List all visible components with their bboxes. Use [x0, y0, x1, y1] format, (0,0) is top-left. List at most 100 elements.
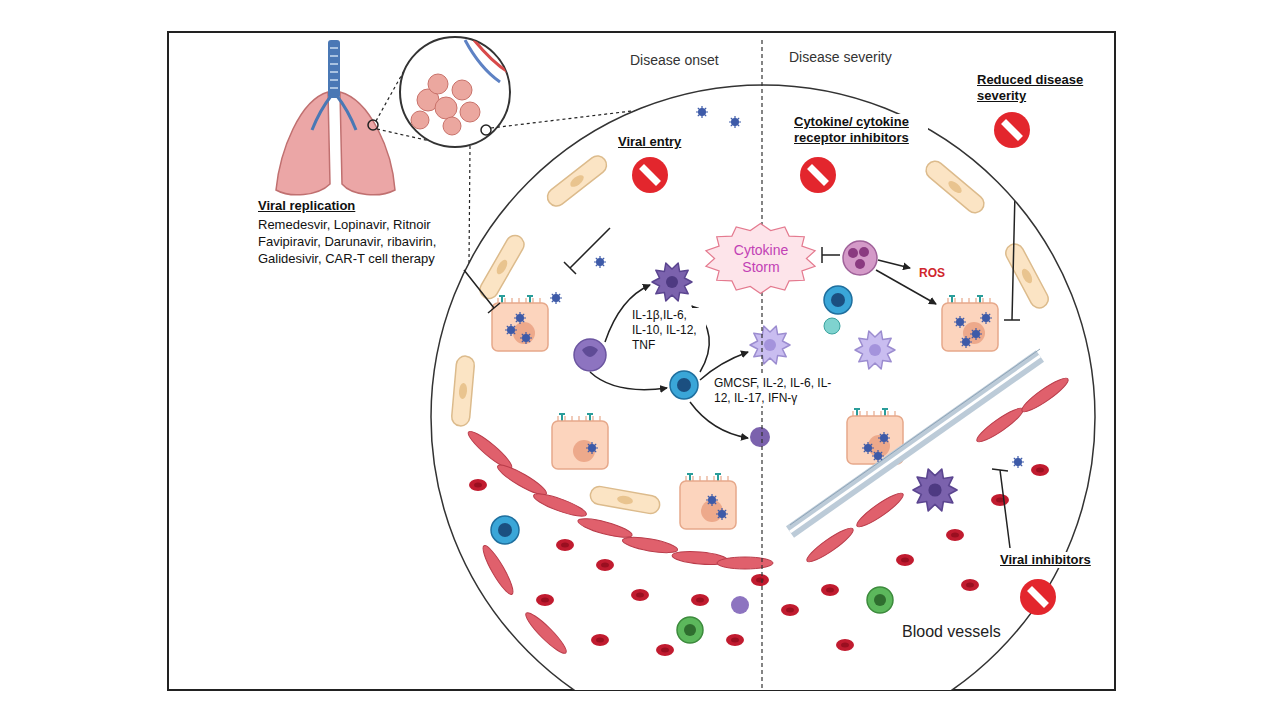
- red-blood-cell: [469, 479, 487, 491]
- alveolus: [460, 102, 480, 122]
- virus: [954, 316, 966, 328]
- vessel: [474, 40, 508, 72]
- cytokine-storm-burst: Cytokine Storm: [703, 222, 818, 295]
- lymphocyte: [491, 516, 519, 544]
- red-blood-cell: [946, 529, 964, 541]
- cytokine-list: IL-1β,IL-6, IL-10, IL-12, TNF: [630, 308, 706, 353]
- red-blood-cell: [556, 539, 574, 551]
- virus: [729, 116, 741, 128]
- red-blood-cell: [631, 589, 649, 601]
- neutrophil-lobe: [855, 259, 865, 269]
- virus: [594, 256, 606, 268]
- immune-cell: [750, 427, 770, 447]
- inhibition-line: [992, 469, 1010, 548]
- alveolus: [443, 117, 461, 135]
- immune-cell-nucleus: [684, 624, 696, 636]
- therapy-heading: Reduced disease severity: [975, 72, 1099, 104]
- zoom-marker: [481, 125, 491, 135]
- t-cell: [824, 286, 852, 314]
- alveolus-ground: [431, 85, 1095, 690]
- virus: [970, 328, 982, 340]
- trachea-rings: [330, 48, 338, 88]
- immune-cell: [731, 596, 749, 614]
- burst-outline: [703, 222, 818, 295]
- no-sign: [632, 157, 668, 193]
- red-blood-cell: [536, 594, 554, 606]
- endothelial-cell: [854, 489, 907, 531]
- endothelial-cell: [974, 404, 1027, 446]
- inhibition-line: [464, 270, 500, 313]
- dendritic-cell: [750, 326, 790, 364]
- arrow: [690, 402, 748, 438]
- red-blood-cell: [1031, 464, 1049, 476]
- immune-cell: [867, 587, 893, 613]
- zoom-marker: [368, 120, 378, 130]
- virus: [505, 324, 517, 336]
- virus: [872, 450, 884, 462]
- burst-shape: [706, 224, 815, 294]
- virus: [980, 312, 992, 324]
- epithelial-cell: [492, 296, 548, 351]
- endothelial-cell: [576, 515, 633, 541]
- endothelial-cell: [522, 609, 570, 657]
- bronchus: [312, 96, 356, 130]
- epithelial-cell: [552, 414, 608, 469]
- red-blood-cell: [781, 604, 799, 616]
- red-blood-cell: [751, 574, 769, 586]
- endothelial-cell: [532, 490, 589, 520]
- neutrophil-lobe: [859, 247, 869, 257]
- alveolar-cell: [477, 232, 528, 302]
- endothelial-cell: [479, 543, 517, 597]
- red-blood-cell: [726, 634, 744, 646]
- therapy-heading: Viral inhibitors: [998, 552, 1093, 568]
- alveolar-cell: [922, 158, 987, 217]
- virus: [878, 432, 890, 444]
- inhibition-line: [822, 247, 840, 263]
- neutrophil-lobe: [848, 248, 858, 258]
- epithelial-cell: [680, 474, 736, 529]
- virus: [586, 442, 598, 454]
- no-sign: [1020, 579, 1056, 615]
- alveolar-cell: [451, 355, 475, 426]
- virus: [960, 336, 972, 348]
- endothelial-cell: [621, 534, 678, 556]
- red-blood-cell: [821, 584, 839, 596]
- phase-label: Disease severity: [787, 49, 894, 66]
- virus: [520, 332, 532, 344]
- red-blood-cell: [961, 579, 979, 591]
- red-blood-cell: [691, 594, 709, 606]
- red-blood-cell: [896, 554, 914, 566]
- drug-list: Remedesvir, Lopinavir, Ritnoir Favipirav…: [256, 216, 460, 267]
- endothelial-cell: [1019, 374, 1072, 416]
- t-cell: [670, 371, 698, 399]
- phase-label: Disease onset: [628, 52, 721, 69]
- epithelial-cell: [942, 296, 998, 351]
- red-blood-cell: [991, 494, 1009, 506]
- arrow: [590, 372, 667, 390]
- alveolar-cell: [544, 152, 610, 209]
- alveolus-outline: [431, 85, 1095, 690]
- endothelial-cell: [495, 461, 549, 499]
- alveolus: [452, 80, 472, 100]
- immune-cell: [677, 617, 703, 643]
- macrophage: [913, 469, 957, 511]
- no-sign: [800, 157, 836, 193]
- monocyte: [574, 339, 606, 371]
- immune-cell: [824, 318, 840, 334]
- virus: [550, 292, 562, 304]
- therapy-heading: Viral entry: [616, 134, 683, 150]
- burst-text: Cytokine Storm: [725, 242, 797, 276]
- therapy-heading: Viral replication: [256, 198, 357, 214]
- virus: [1012, 456, 1024, 468]
- macrophage: [652, 263, 692, 301]
- phase-divider: [761, 40, 762, 688]
- red-blood-cell: [591, 634, 609, 646]
- magnifier: [400, 37, 510, 147]
- alveolus: [428, 74, 448, 94]
- alveolar-cell: [589, 485, 661, 515]
- alveolar-cell: [1003, 241, 1052, 311]
- virus: [706, 494, 718, 506]
- trachea: [328, 40, 340, 98]
